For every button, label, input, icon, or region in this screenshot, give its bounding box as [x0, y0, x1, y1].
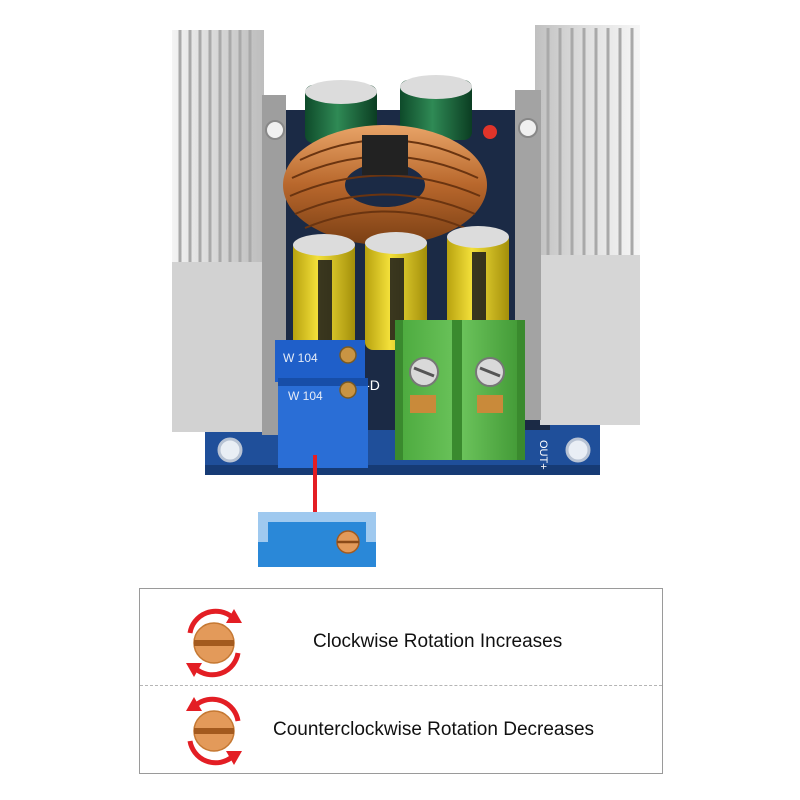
pot-marking-top: W 104: [283, 351, 318, 365]
pot-marking-bottom: W 104: [288, 389, 323, 403]
potentiometer-detail: [258, 512, 376, 567]
rotation-legend: Clockwise Rotation Increases Countercloc…: [139, 588, 663, 774]
legend-label-counterclockwise: Counterclockwise Rotation Decreases: [273, 719, 595, 740]
product-photo: C-D OUT+ W 104 W 104: [172, 25, 640, 567]
legend-row-counterclockwise: Counterclockwise Rotation Decreases: [140, 691, 662, 771]
toroid-inductor: [283, 125, 487, 245]
counterclockwise-rotation-icon: [186, 696, 242, 766]
legend-divider: [140, 685, 662, 686]
clockwise-rotation-icon: [186, 608, 242, 678]
legend-row-clockwise: Clockwise Rotation Increases: [140, 603, 662, 683]
silkscreen-label-out-plus: OUT+: [537, 440, 549, 470]
potentiometers: [275, 340, 368, 468]
right-heatsink: [515, 25, 640, 425]
legend-label-clockwise: Clockwise Rotation Increases: [313, 631, 563, 652]
screw-terminals: [395, 320, 525, 460]
front-capacitors: [293, 226, 509, 350]
left-heatsink: [172, 30, 286, 435]
